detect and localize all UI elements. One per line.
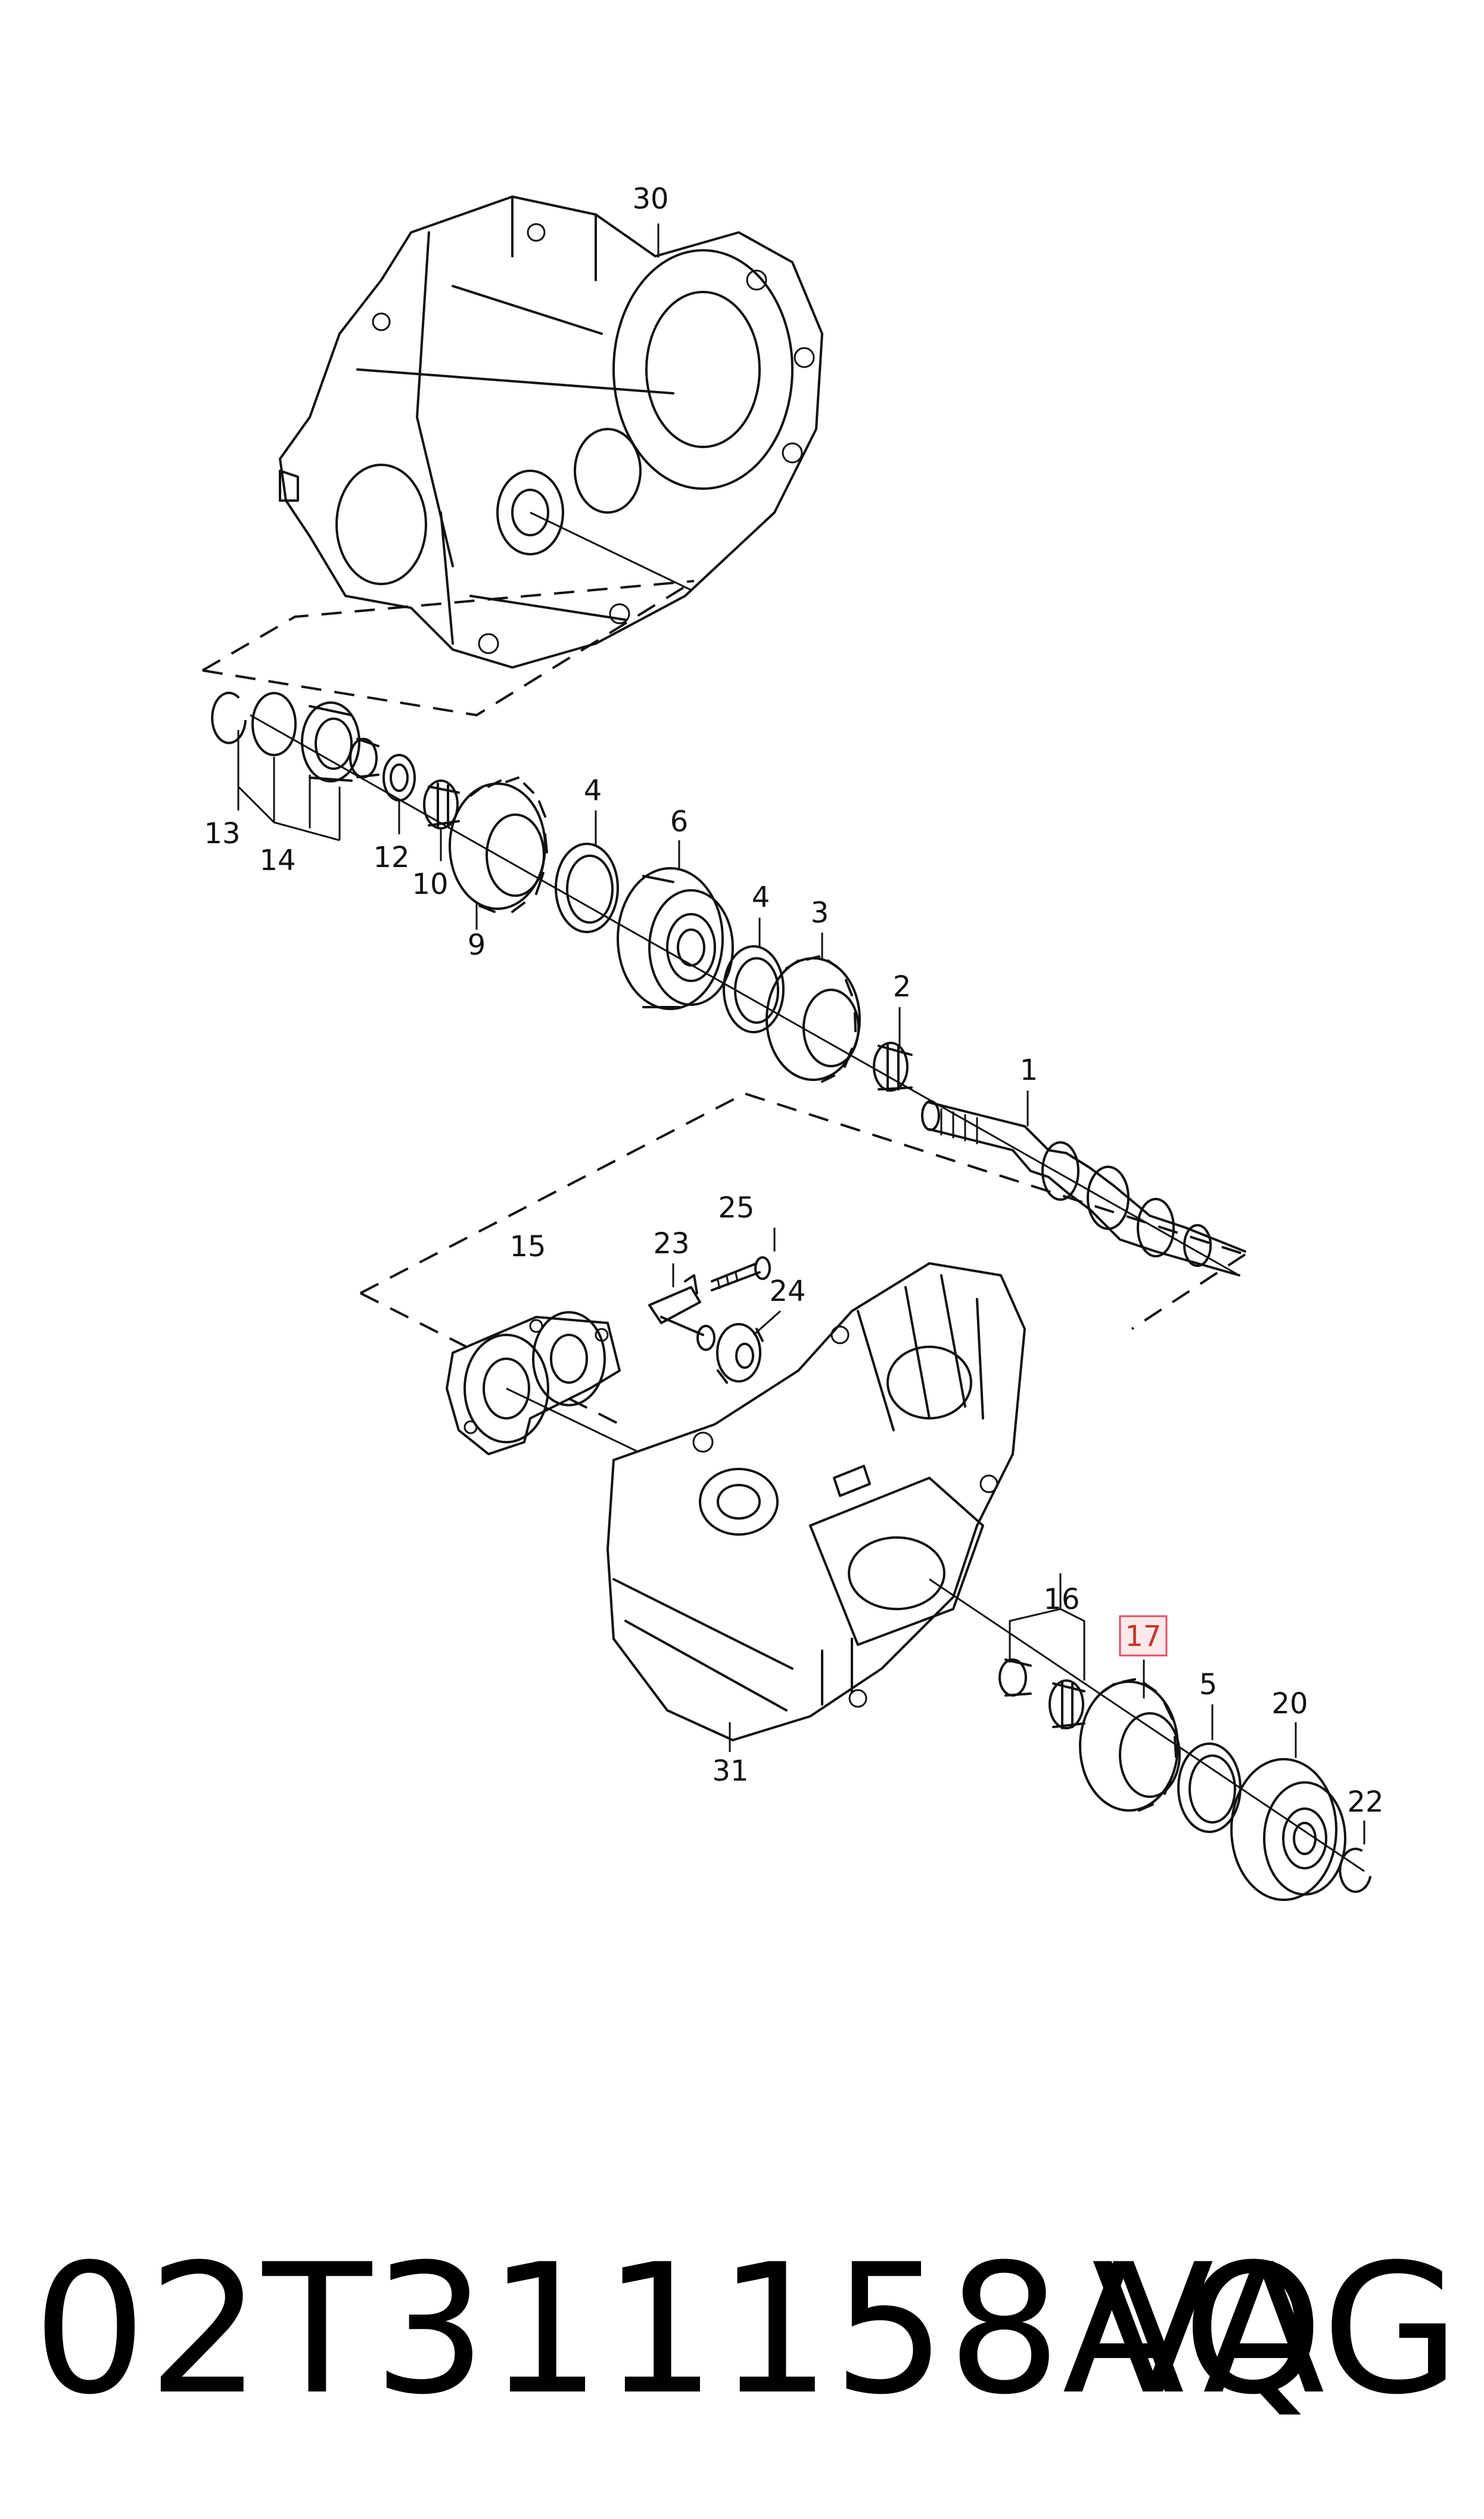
callout-30: 30: [632, 182, 668, 216]
part-23-shift-lever[interactable]: [648, 1274, 715, 1351]
lower-dashed-boundary-3: [1131, 1253, 1246, 1330]
callout-31: 31: [712, 1754, 748, 1788]
upper-dashed-boundary-1: [201, 580, 695, 672]
part-2-needle-bearing[interactable]: [873, 1042, 913, 1092]
input-shaft-axis: [250, 714, 1240, 1276]
part-22-circlip[interactable]: [1339, 1847, 1371, 1893]
part-6-synchro-hub[interactable]: [617, 867, 734, 1010]
callout-13: 13: [204, 817, 240, 850]
part-20-synchro-hub[interactable]: [1230, 1758, 1346, 1901]
callout-4a: 4: [584, 774, 602, 807]
upper-dashed-boundary-2: [202, 580, 695, 717]
part-31-lower-gearbox-housing[interactable]: [606, 1262, 1026, 1741]
leader-24: [753, 1310, 781, 1336]
exploded-parts-diagram: 30 13 14 12 10 9 4 6 4 3 2 1 25 23 15 24…: [201, 182, 1384, 1901]
callout-22: 22: [1347, 1785, 1383, 1819]
callout-5: 5: [1199, 1668, 1218, 1701]
callout-4b: 4: [752, 881, 770, 914]
part-17-gear-highlighted[interactable]: [1079, 1678, 1181, 1812]
part-25-bolt[interactable]: [711, 1256, 771, 1291]
output-shaft-axis: [929, 1578, 1365, 1872]
callout-17-highlight-box: [1119, 1615, 1168, 1657]
lower-dashed-boundary-1: [360, 1092, 1246, 1294]
callout-25: 25: [718, 1191, 754, 1225]
leader-cover-housing: [506, 1387, 656, 1461]
callout-6: 6: [670, 805, 689, 838]
callout-3: 3: [811, 896, 829, 930]
part-15-cover-plate[interactable]: [446, 1311, 621, 1455]
callout-20: 20: [1271, 1687, 1308, 1720]
leader-housing-upper: [530, 511, 692, 591]
part-14-spacer[interactable]: [349, 738, 379, 778]
leader-14: [237, 757, 341, 841]
brand-name: VAG: [1091, 2226, 1460, 2434]
part-3-gear[interactable]: [766, 955, 861, 1083]
callout-14: 14: [259, 844, 295, 877]
upper-gearbox-housing[interactable]: [279, 195, 823, 669]
callout-23: 23: [653, 1227, 689, 1260]
part-16-bushing[interactable]: [998, 1658, 1032, 1697]
part-13-circlip[interactable]: [211, 691, 247, 744]
callout-9: 9: [468, 928, 486, 962]
callout-2: 2: [893, 970, 911, 1004]
callout-1: 1: [1020, 1054, 1038, 1087]
callout-24: 24: [769, 1275, 805, 1308]
part-number: 02T311158AQ: [33, 2226, 1325, 2434]
callout-17[interactable]: 17: [1125, 1620, 1161, 1653]
part-9-gear[interactable]: [449, 776, 548, 913]
callout-12: 12: [373, 841, 409, 874]
callout-15: 15: [509, 1230, 546, 1263]
part-1-input-shaft[interactable]: [921, 1100, 1246, 1276]
part-14-bearing[interactable]: [251, 692, 360, 782]
footer: 02T311158AQ VAG: [0, 2217, 1484, 2443]
leader-16: [1009, 1573, 1085, 1681]
callout-10: 10: [412, 868, 448, 901]
part-16-needle-bearing[interactable]: [1049, 1679, 1085, 1729]
callout-16: 16: [1043, 1583, 1079, 1616]
part-24-small-gear[interactable]: [716, 1323, 764, 1384]
